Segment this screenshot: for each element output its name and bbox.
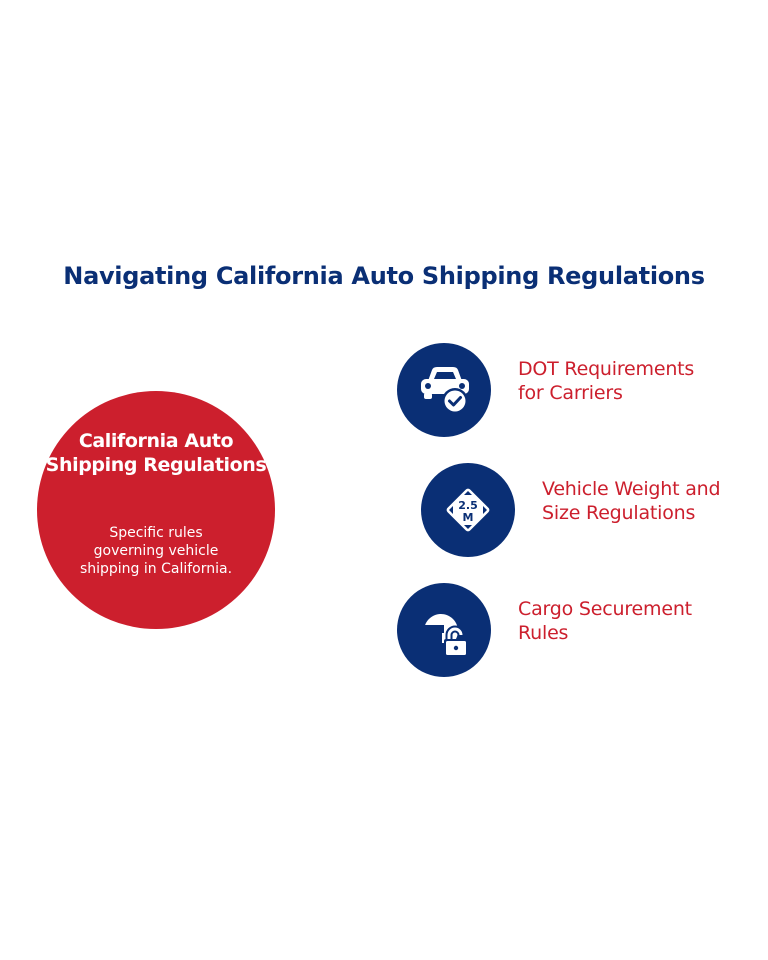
item-label-dot: DOT Requirements for Carriers	[518, 358, 695, 404]
main-topic-circle: California Auto Shipping Regulations Spe…	[37, 391, 275, 629]
weight-value-text: 2.5	[458, 499, 478, 512]
main-topic-description: Specific rules governing vehicle shippin…	[79, 525, 233, 577]
weight-size-sign-icon: 2.5 M	[446, 488, 490, 532]
item-icon-circle-dot	[397, 343, 491, 437]
main-topic-title: California Auto Shipping Regulations	[45, 430, 267, 476]
weight-unit-text: M	[463, 511, 474, 524]
item-icon-circle-weight: 2.5 M	[421, 463, 515, 557]
item-label-weight: Vehicle Weight and Size Regulations	[542, 478, 721, 524]
padlock-icon	[424, 613, 468, 657]
item-icon-circle-cargo	[397, 583, 491, 677]
item-label-cargo: Cargo Securement Rules	[518, 598, 692, 644]
car-check-icon	[421, 367, 469, 414]
page-title: Navigating California Auto Shipping Regu…	[63, 262, 705, 290]
